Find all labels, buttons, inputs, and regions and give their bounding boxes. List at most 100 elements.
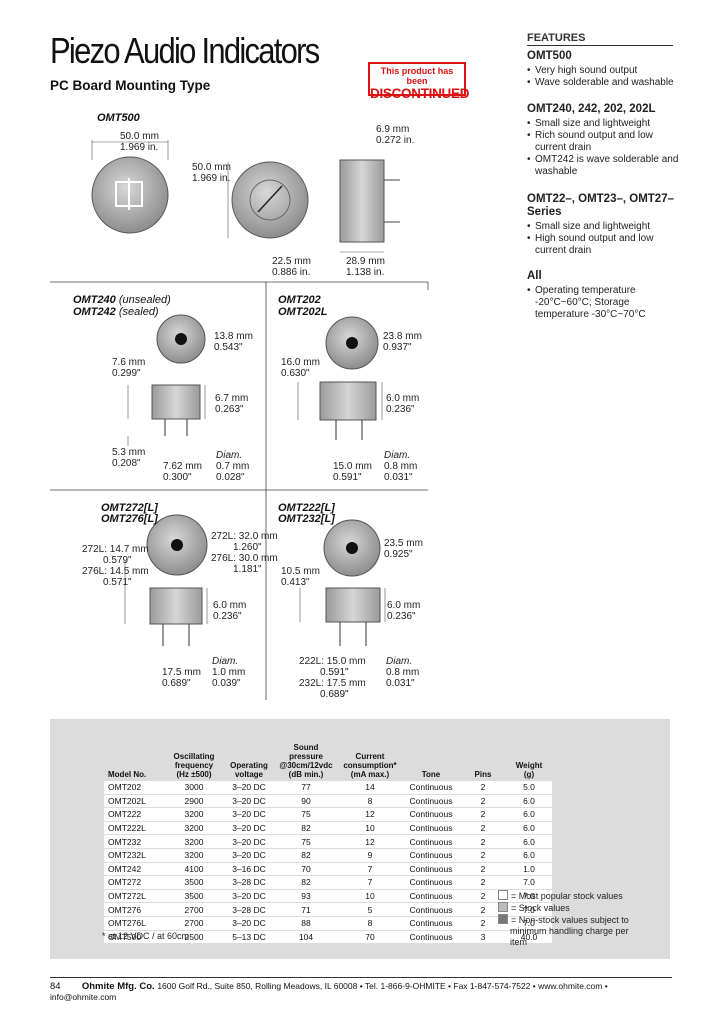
table-cell: 3–28 DC	[224, 902, 274, 917]
table-cell: 104	[274, 930, 338, 945]
table-cell: 2	[460, 794, 506, 809]
column-header: Weight (g)	[515, 761, 543, 779]
dim-label: 272L: 32.0 mm	[211, 531, 278, 542]
table-cell: 3–20 DC	[224, 807, 274, 822]
table-cell: 7.0	[506, 916, 552, 931]
dim-label: 1.181"	[233, 564, 262, 575]
dim-label: 1.138 in.	[346, 267, 385, 278]
dim-label: 0.263"	[215, 404, 244, 415]
table-cell: 2700	[164, 902, 224, 917]
dim-label: 0.208"	[112, 458, 141, 469]
dim-label: Diam.	[216, 450, 243, 461]
dim-label: 0.031"	[384, 472, 413, 483]
omt276-label: OMT276[L]	[101, 513, 158, 525]
page-number: 84	[50, 981, 61, 992]
table-cell: 2	[460, 862, 506, 877]
dim-label: 0.039"	[212, 678, 241, 689]
table-cell: 14	[338, 781, 402, 795]
dim-label: 6.0 mm	[387, 600, 421, 611]
table-cell: 2	[460, 848, 506, 863]
table-cell: OMT232	[104, 834, 164, 849]
table-cell: 3–20 DC	[224, 889, 274, 904]
discontinued-stamp: This product has been DISCONTINUED	[368, 62, 469, 101]
table-cell: 6.0	[506, 848, 552, 863]
table-cell: 3200	[164, 848, 224, 863]
table-cell: OMT202	[104, 781, 164, 795]
table-cell: 3500	[164, 875, 224, 890]
dim-label: 0.591"	[320, 667, 349, 678]
table-header-row: Model No. Oscillating frequency (Hz ±500…	[104, 743, 552, 781]
dim-label: 0.8 mm	[384, 461, 418, 472]
table-cell: 4100	[164, 862, 224, 877]
table-cell: Continuous	[402, 807, 460, 822]
dim-label: 0.413"	[281, 577, 310, 588]
dim-label: 0.272 in.	[376, 135, 415, 146]
table-cell: 5–13 DC	[224, 930, 274, 945]
dim-label: Diam.	[212, 656, 239, 667]
table-cell: 7.0	[506, 889, 552, 904]
table-cell: Continuous	[402, 794, 460, 809]
table-cell: 7.0	[506, 902, 552, 917]
table-cell: 2	[460, 821, 506, 836]
dim-label: Diam.	[384, 450, 411, 461]
table-cell: OMT222	[104, 807, 164, 822]
table-cell: 7	[338, 862, 402, 877]
table-cell: 2	[460, 902, 506, 917]
table-cell: 3500	[164, 889, 224, 904]
dim-label: 0.886 in.	[272, 267, 311, 278]
table-cell: Continuous	[402, 848, 460, 863]
dim-label: 222L: 15.0 mm	[299, 656, 366, 667]
omt202-side-view	[319, 381, 377, 421]
table-cell: 2	[460, 781, 506, 795]
dim-label: Diam.	[386, 656, 413, 667]
company-name: Ohmite Mfg. Co.	[81, 981, 155, 992]
dim-label: 6.7 mm	[215, 393, 249, 404]
stamp-line1: This product has been	[380, 66, 454, 86]
table-footnote: * at 12 VDC / at 60cm	[102, 931, 190, 941]
table-cell: 3–28 DC	[224, 875, 274, 890]
feature-item: Operating temperature -20°C~60°C; Storag…	[527, 285, 675, 321]
table-cell: 40.0	[506, 930, 552, 945]
table-cell: Continuous	[402, 862, 460, 877]
dim-label: 16.0 mm	[281, 357, 320, 368]
dim-label: 276L: 30.0 mm	[211, 553, 278, 564]
omt272-label: OMT272[L]	[101, 502, 158, 514]
dim-label: 1.0 mm	[212, 667, 246, 678]
dimension-drawings	[50, 140, 429, 700]
table-cell: 3200	[164, 834, 224, 849]
table-cell: 3–20 DC	[224, 794, 274, 809]
column-header: Model No.	[108, 770, 147, 779]
dim-label: 6.0 mm	[386, 393, 420, 404]
table-cell: 5.0	[506, 781, 552, 795]
table-cell: 2	[460, 834, 506, 849]
table-cell: 82	[274, 875, 338, 890]
spec-table: Model No. Oscillating frequency (Hz ±500…	[104, 743, 552, 945]
dim-label: 0.031"	[386, 678, 415, 689]
dim-label: 22.5 mm	[272, 256, 311, 267]
dim-label: 0.630"	[281, 368, 310, 379]
table-cell: 3200	[164, 821, 224, 836]
dim-label: 0.028"	[216, 472, 245, 483]
table-cell: 3–20 DC	[224, 916, 274, 931]
table-cell: 82	[274, 821, 338, 836]
dim-label: 0.543"	[214, 342, 243, 353]
dim-label: 272L: 14.7 mm	[82, 544, 149, 555]
table-cell: OMT242	[104, 862, 164, 877]
table-cell: Continuous	[402, 834, 460, 849]
table-cell: 9	[338, 848, 402, 863]
table-cell: 75	[274, 807, 338, 822]
dim-label: 7.62 mm	[163, 461, 202, 472]
features-heading: FEATURES	[527, 32, 673, 46]
table-cell: OMT276L	[104, 916, 164, 931]
table-cell: Continuous	[402, 930, 460, 945]
table-cell: 3–16 DC	[224, 862, 274, 877]
omt500-side-view	[339, 159, 385, 243]
feature-item: OMT242 is wave solderable and washable	[527, 154, 680, 178]
table-cell: 6.0	[506, 794, 552, 809]
table-cell: 5	[338, 902, 402, 917]
